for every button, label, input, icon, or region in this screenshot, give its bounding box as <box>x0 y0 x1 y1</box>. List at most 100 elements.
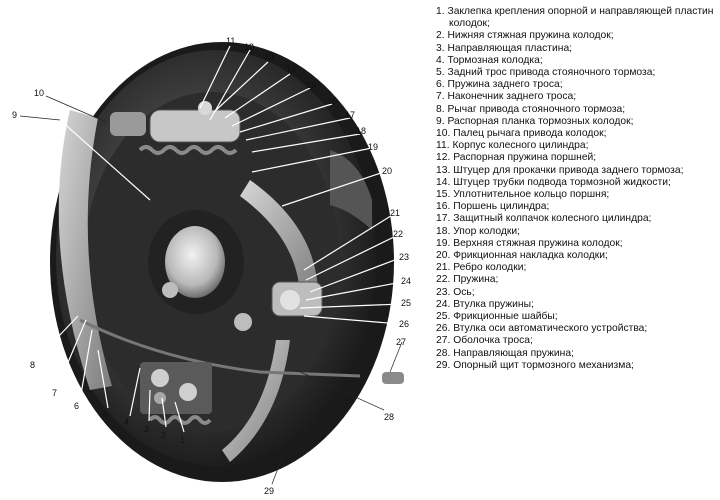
legend-item: 7. Наконечник заднего троса; <box>436 91 577 103</box>
callout-29: 29 <box>264 486 274 496</box>
callout-22: 22 <box>393 229 403 239</box>
legend-text: Оболочка троса; <box>453 335 533 347</box>
callout-28: 28 <box>384 412 394 422</box>
legend-item: 27. Оболочка троса; <box>436 335 533 347</box>
legend-item: 11. Корпус колесного цилиндра; <box>436 140 589 152</box>
legend-text: Распорная планка тормозных колодок; <box>447 115 634 127</box>
guide-plate <box>140 362 212 414</box>
legend-text: Поршень цилиндра; <box>453 201 550 213</box>
callout-27: 27 <box>396 337 406 347</box>
legend-text: Уплотнительное кольцо поршня; <box>453 189 610 201</box>
callout-19: 19 <box>368 142 378 152</box>
callout-17: 17 <box>345 110 355 120</box>
callout-5: 5 <box>103 409 108 419</box>
legend-item: 4. Тормозная колодка; <box>436 54 543 66</box>
callout-14: 14 <box>286 64 296 74</box>
legend-number: 18 <box>436 225 448 237</box>
legend-item: 28. Направляющая пружина; <box>436 347 574 359</box>
legend-number: 25 <box>436 311 448 323</box>
legend-number: 28 <box>436 347 448 359</box>
legend-item: 1. Заклепка крепления опорной и направля… <box>436 6 714 30</box>
legend-item: 6. Пружина заднего троса; <box>436 79 563 91</box>
upper-return-spring <box>138 145 238 155</box>
legend-text: Корпус колесного цилиндра; <box>452 140 589 152</box>
legend-number: 19 <box>436 237 448 249</box>
legend-item: 16. Поршень цилиндра; <box>436 201 550 213</box>
legend-item: 18. Упор колодки; <box>436 225 521 237</box>
hub <box>148 210 252 331</box>
brake-diagram: 1 2 3 4 5 6 7 8 9 10 11 12 13 14 15 16 1… <box>12 36 411 496</box>
legend-item: 22. Пружина; <box>436 274 499 286</box>
callout-25: 25 <box>401 298 411 308</box>
legend-text: Распорная пружина поршней; <box>453 152 597 164</box>
callout-2: 2 <box>161 430 166 440</box>
legend-text: Ребро колодки; <box>453 262 527 274</box>
legend-number: 10 <box>436 128 448 140</box>
legend-text: Рычаг привода стояночного тормоза; <box>447 103 626 115</box>
callout-4: 4 <box>124 417 129 427</box>
legend-text: Опорный щит тормозного механизма; <box>453 359 634 371</box>
brake-shoe-right <box>222 180 319 462</box>
legend-number: 23 <box>436 286 448 298</box>
legend-item: 21. Ребро колодки; <box>436 262 527 274</box>
callout-7: 7 <box>52 388 57 398</box>
legend-number: 20 <box>436 250 448 262</box>
callout-13: 13 <box>264 52 274 62</box>
legend-number: 21 <box>436 262 448 274</box>
legend-text: Втулка пружины; <box>453 298 534 310</box>
legend-item: 8. Рычаг привода стояночного тормоза; <box>436 103 626 115</box>
legend-number: 6 <box>436 79 442 91</box>
legend-number: 1 <box>436 6 442 17</box>
callout-18: 18 <box>356 126 366 136</box>
legend-number: 22 <box>436 274 448 286</box>
callout-3: 3 <box>144 424 149 434</box>
legend-number: 13 <box>436 164 448 176</box>
callout-16: 16 <box>327 96 337 106</box>
legend-item: 17. Защитный колпачок колесного цилиндра… <box>436 213 652 225</box>
legend-item: 12. Распорная пружина поршней; <box>436 152 597 164</box>
legend-item: 20. Фрикционная накладка колодки; <box>436 250 608 262</box>
legend-text: Пружина заднего троса; <box>447 79 563 91</box>
legend-item: 10. Палец рычага привода колодок; <box>436 128 607 140</box>
legend-item: 26. Втулка оси автоматического устройств… <box>436 323 648 335</box>
legend-number: 5 <box>436 67 442 79</box>
callout-10: 10 <box>34 88 44 98</box>
callout-26: 26 <box>399 319 409 329</box>
legend-text: Направляющая пластина; <box>447 42 573 54</box>
legend-number: 27 <box>436 335 448 347</box>
legend-text: Фрикционная накладка колодки; <box>453 250 608 262</box>
brake-shoe-left <box>58 110 112 390</box>
callout-24: 24 <box>401 276 411 286</box>
callout-9: 9 <box>12 110 17 120</box>
parking-cable <box>79 318 361 378</box>
legend-text: Наконечник заднего троса; <box>447 91 577 103</box>
legend-text: Верхняя стяжная пружина колодок; <box>453 237 623 249</box>
legend-number: 16 <box>436 201 448 213</box>
callout-12: 12 <box>244 42 254 52</box>
legend-number: 24 <box>436 298 448 310</box>
legend-number: 7 <box>436 91 442 103</box>
callout-1: 1 <box>180 435 185 445</box>
callout-labels: 1 2 3 4 5 6 7 8 9 10 11 12 13 14 15 16 1… <box>12 36 411 496</box>
legend-item: 19. Верхняя стяжная пружина колодок; <box>436 237 623 249</box>
legend-number: 17 <box>436 213 448 225</box>
legend-item: 29. Опорный щит тормозного механизма; <box>436 359 634 371</box>
legend-number: 11 <box>436 140 447 152</box>
callout-15: 15 <box>306 80 316 90</box>
legend-text: Втулка оси автоматического устройства; <box>453 323 648 335</box>
legend-text: Штуцер для прокачки привода заднего торм… <box>453 164 684 176</box>
legend-text: Нижняя стяжная пружина колодок; <box>447 30 614 42</box>
legend-item: 2. Нижняя стяжная пружина колодок; <box>436 30 614 42</box>
legend-number: 9 <box>436 115 442 127</box>
legend-item: 3. Направляющая пластина; <box>436 42 573 54</box>
legend-text: Пружина; <box>453 274 499 286</box>
legend-text: Палец рычага привода колодок; <box>453 128 607 140</box>
legend-text: Фрикционные шайбы; <box>453 311 558 323</box>
legend-number: 3 <box>436 42 442 54</box>
legend-list: 1. Заклепка крепления опорной и направля… <box>436 6 718 372</box>
callout-21: 21 <box>390 208 400 218</box>
legend-number: 29 <box>436 359 448 371</box>
legend-text: Заклепка крепления опорной и направляюще… <box>447 6 714 30</box>
legend-item: 15. Уплотнительное кольцо поршня; <box>436 189 610 201</box>
legend-text: Штуцер трубки подвода тормозной жидкости… <box>453 176 671 188</box>
